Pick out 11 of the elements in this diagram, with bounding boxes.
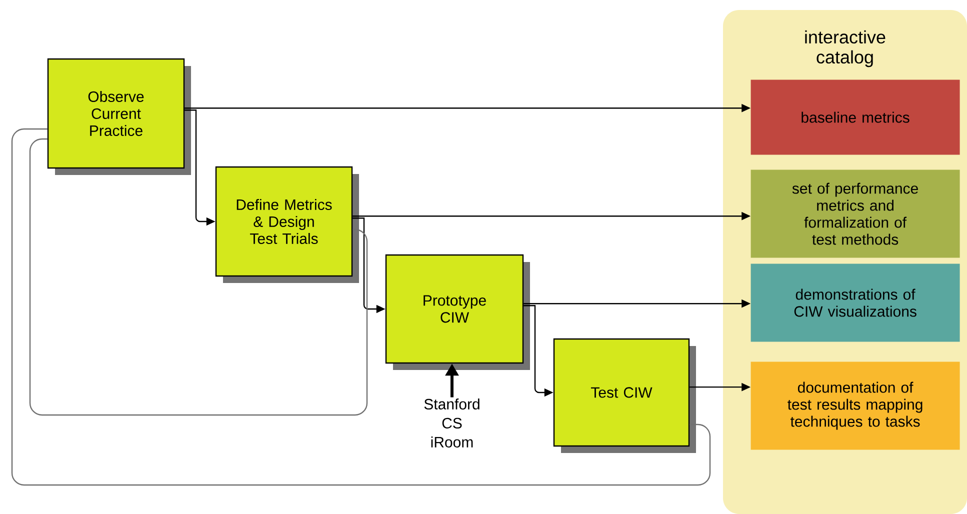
process-box: Prototype CIW	[385, 254, 530, 370]
feedback-line	[29, 138, 368, 416]
process-box: Test CIW	[553, 338, 696, 453]
source-label: Stanford CS iRoom	[424, 398, 480, 448]
catalog-box: demonstrations of CIW visualizations	[750, 264, 960, 342]
catalog-box: set of performance metrics and formalization of test methods	[750, 170, 960, 258]
process-box: Define Metrics & Design Test Trials	[215, 166, 359, 283]
catalog-box: documentation of test results mapping techniques to tasks	[750, 362, 960, 450]
catalog-box: baseline metrics	[750, 80, 960, 155]
process-box: Observe Current Practice	[47, 58, 191, 175]
feedback-line	[11, 128, 711, 486]
